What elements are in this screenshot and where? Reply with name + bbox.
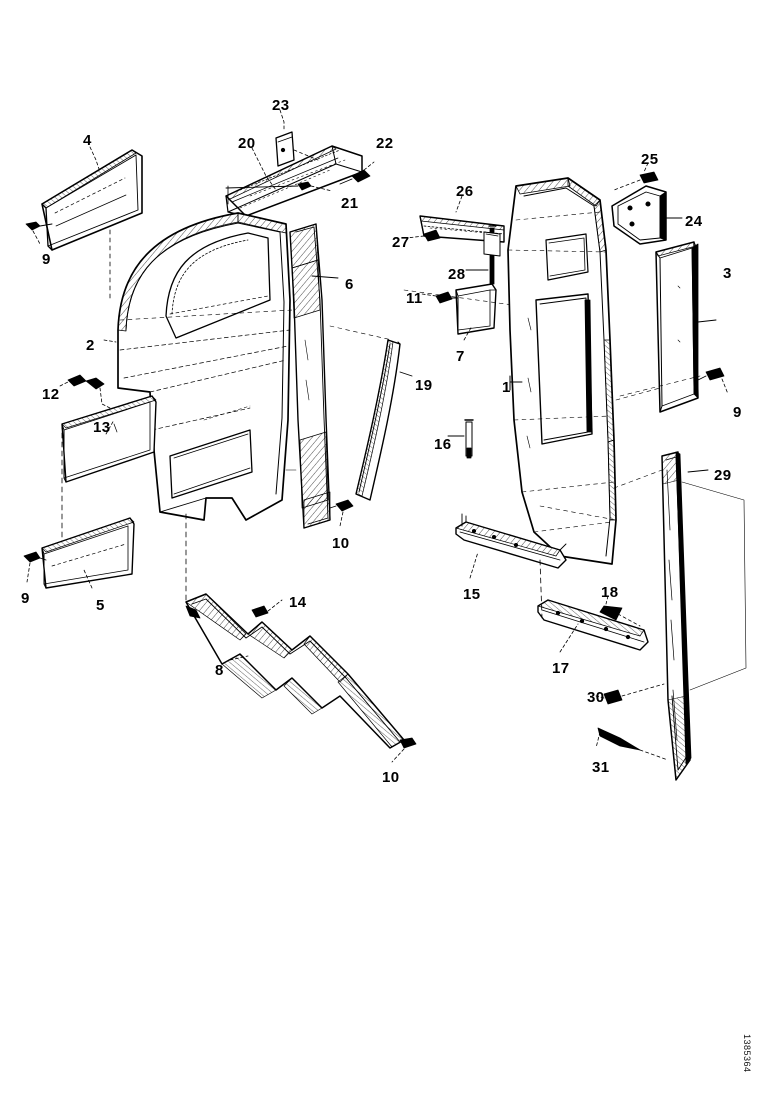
callout-23: 23 bbox=[272, 97, 290, 114]
callout-30: 30 bbox=[587, 689, 605, 706]
callout-21: 21 bbox=[341, 195, 359, 212]
callout-3: 3 bbox=[723, 265, 732, 282]
callout-9: 9 bbox=[42, 251, 51, 268]
callout-14: 14 bbox=[289, 594, 307, 611]
callout-9c: 9 bbox=[733, 404, 742, 421]
part-7-right-small-window-panel bbox=[403, 283, 521, 341]
part-26-right-upper-channel bbox=[405, 195, 505, 285]
callout-17: 17 bbox=[552, 660, 570, 677]
callout-31: 31 bbox=[592, 759, 610, 776]
callout-20: 20 bbox=[238, 135, 256, 152]
part-29-long-right-post-seal bbox=[595, 451, 747, 781]
callout-25: 25 bbox=[641, 151, 659, 168]
drawing-watermark: 1385364 bbox=[742, 1034, 752, 1073]
callout-6: 6 bbox=[345, 276, 354, 293]
part-6-left-vertical-seal-strip bbox=[119, 223, 354, 529]
part-17-lower-mounting-bar bbox=[537, 559, 649, 653]
callout-4: 4 bbox=[83, 132, 92, 149]
callout-22: 22 bbox=[376, 135, 394, 152]
part-15-lower-cross-channel bbox=[455, 505, 617, 579]
callout-18: 18 bbox=[601, 584, 619, 601]
callout-5: 5 bbox=[96, 597, 105, 614]
part-8-z-shaped-step-bracket bbox=[185, 513, 417, 763]
callout-9b: 9 bbox=[21, 590, 30, 607]
callout-10a: 10 bbox=[332, 535, 350, 552]
part-24-corner-gusset-plate bbox=[611, 162, 683, 245]
callout-28: 28 bbox=[448, 266, 466, 283]
part-19-curved-trim-strip bbox=[329, 325, 413, 501]
callout-24: 24 bbox=[685, 213, 703, 230]
part-2-left-cab-side-panel bbox=[59, 212, 291, 561]
callout-29: 29 bbox=[714, 467, 732, 484]
callout-12: 12 bbox=[42, 386, 60, 403]
callout-26: 26 bbox=[456, 183, 474, 200]
callout-8: 8 bbox=[215, 662, 224, 679]
part-1-right-cab-side-panel bbox=[507, 177, 617, 565]
callout-2: 2 bbox=[86, 337, 95, 354]
callout-16: 16 bbox=[434, 436, 452, 453]
part-20-upper-front-channel bbox=[215, 109, 375, 257]
callout-27: 27 bbox=[392, 234, 410, 251]
callout-11: 11 bbox=[406, 290, 423, 307]
callout-7: 7 bbox=[456, 348, 465, 365]
callout-1: 1 bbox=[502, 379, 511, 396]
part-4-left-upper-window-panel bbox=[25, 146, 143, 301]
callout-13: 13 bbox=[93, 419, 111, 436]
callout-19: 19 bbox=[415, 377, 433, 394]
callout-15: 15 bbox=[463, 586, 481, 603]
part-5-left-lower-side-panel bbox=[23, 517, 135, 589]
part-16-pin-fastener bbox=[447, 419, 474, 459]
part-3-right-vertical-seal-strip bbox=[615, 241, 729, 413]
callout-10b: 10 bbox=[382, 769, 400, 786]
